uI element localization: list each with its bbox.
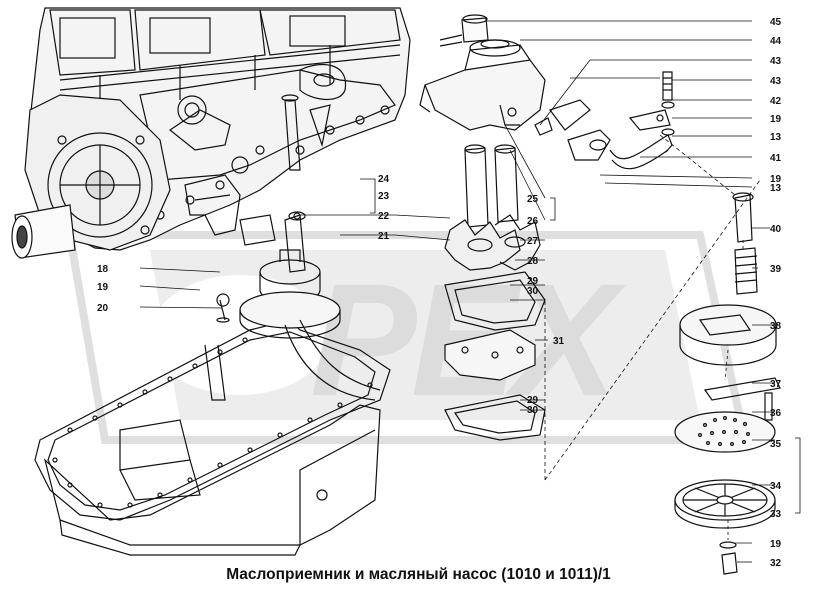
watermark-logo: PEX (65, 231, 750, 444)
callout-19-left: 19 (97, 282, 109, 293)
callout-43-top: 43 (770, 56, 782, 67)
callout-30-lower: 30 (527, 405, 539, 416)
leader-lines (139, 20, 801, 563)
callout-41: 41 (770, 153, 782, 164)
callout-13-top: 13 (770, 132, 782, 143)
callout-39: 39 (770, 264, 782, 275)
callout-18: 18 (97, 264, 109, 275)
callout-34: 34 (770, 481, 782, 492)
callout-36: 36 (770, 408, 782, 419)
callout-35: 35 (770, 439, 782, 450)
callout-45: 45 (770, 17, 782, 28)
callout-13-mid: 13 (770, 183, 782, 194)
callout-30-upper: 30 (527, 286, 539, 297)
oil-pump-body (419, 14, 546, 131)
callout-19-top: 19 (770, 114, 782, 125)
callout-32: 32 (770, 558, 782, 569)
strainer-holes (697, 416, 750, 447)
callout-37: 37 (770, 379, 782, 390)
callout-19-mid: 19 (770, 174, 782, 185)
oil-pan (43, 404, 381, 556)
callout-24: 24 (378, 174, 390, 185)
pump-gears (444, 144, 541, 271)
strainer-stack (674, 192, 781, 575)
callout-19-bottom: 19 (770, 539, 782, 550)
callout-25: 25 (527, 194, 539, 205)
callout-20: 20 (97, 303, 109, 314)
callout-23: 23 (378, 191, 390, 202)
diagram-caption: Маслоприемник и масляный насос (1010 и 1… (226, 566, 611, 583)
callout-38: 38 (770, 321, 782, 332)
callout-26: 26 (527, 216, 539, 227)
callout-43: 43 (770, 76, 782, 87)
pump-gaskets (444, 271, 546, 441)
callout-33: 33 (770, 509, 782, 520)
callout-27: 27 (527, 236, 539, 247)
callout-40: 40 (770, 224, 782, 235)
callout-29-lower: 29 (527, 395, 539, 406)
engine-block (11, 7, 411, 259)
gasket-holes (52, 337, 373, 508)
callout-42: 42 (770, 96, 782, 107)
callout-21: 21 (378, 231, 390, 242)
callout-29-upper: 29 (527, 276, 539, 287)
callout-44: 44 (770, 36, 782, 47)
callout-numbers: 45 44 43 43 42 19 13 41 19 13 40 39 38 3… (97, 17, 782, 569)
oil-pickup-assembly (204, 211, 381, 401)
callout-28: 28 (527, 256, 539, 267)
callout-22: 22 (378, 211, 390, 222)
relief-valve-parts (534, 71, 675, 170)
callout-31: 31 (553, 336, 565, 347)
